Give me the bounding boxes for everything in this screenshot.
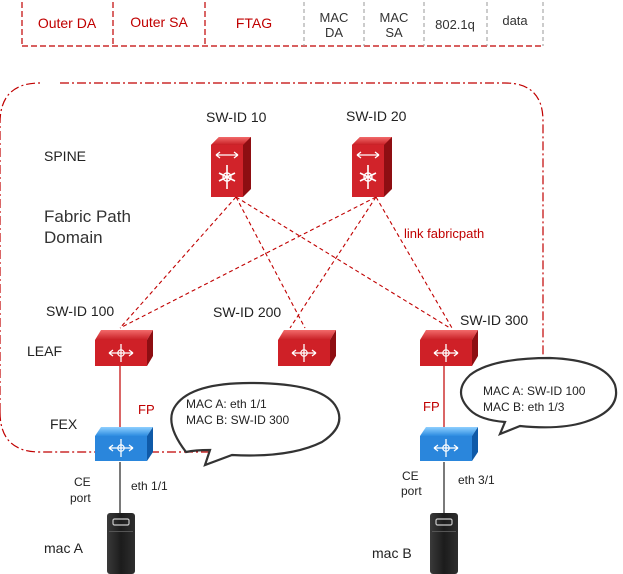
header-field-ftag: FTAG xyxy=(236,15,272,31)
leaf-switch-200-icon xyxy=(278,330,336,366)
label-eth-right: eth 3/1 xyxy=(458,473,495,487)
header-field-data: data xyxy=(502,13,528,28)
label-sw-id-20: SW-ID 20 xyxy=(346,108,407,124)
header-field-outer-sa: Outer SA xyxy=(130,14,188,30)
leaf-switch-300-icon xyxy=(420,330,478,366)
leaf-switch-100-icon xyxy=(95,330,153,366)
fex-switch-left-icon xyxy=(95,427,153,461)
label-sw-id-100: SW-ID 100 xyxy=(46,303,114,319)
label-ce-port-left-1: CE xyxy=(74,475,91,489)
header-field-8021q: 802.1q xyxy=(435,17,475,32)
label-fp-right: FP xyxy=(423,399,440,414)
host-mac-a-icon xyxy=(107,513,135,574)
spine-switch-20-icon xyxy=(352,137,392,197)
header-field-outer-da: Outer DA xyxy=(38,15,97,31)
label-sw-id-10: SW-ID 10 xyxy=(206,109,267,125)
fabricpath-links xyxy=(119,196,453,329)
label-domain-line-2: Domain xyxy=(44,228,103,247)
label-ce-port-right-2: port xyxy=(401,484,422,498)
label-eth-left: eth 1/1 xyxy=(131,479,168,493)
label-leaf: LEAF xyxy=(27,343,62,359)
label-fp-left: FP xyxy=(138,402,155,417)
label-host-mac-a: mac A xyxy=(44,540,84,556)
label-ce-port-right-1: CE xyxy=(402,469,419,483)
label-domain-line-1: Fabric Path xyxy=(44,207,131,226)
label-spine: SPINE xyxy=(44,148,86,164)
label-fex: FEX xyxy=(50,416,78,432)
callout-left-line-2: MAC B: SW-ID 300 xyxy=(186,413,289,427)
callout-right: MAC A: SW-ID 100 MAC B: eth 1/3 xyxy=(459,356,618,436)
label-sw-id-300: SW-ID 300 xyxy=(460,312,528,328)
callout-left: MAC A: eth 1/1 MAC B: SW-ID 300 xyxy=(170,381,341,467)
label-link-fabricpath: link fabricpath xyxy=(404,226,484,241)
label-sw-id-200: SW-ID 200 xyxy=(213,304,281,320)
label-ce-port-left-2: port xyxy=(70,491,91,505)
label-host-mac-b: mac B xyxy=(372,545,412,561)
fabricpath-domain-boundary xyxy=(0,82,544,453)
host-mac-b-icon xyxy=(430,513,458,574)
callout-right-line-2: MAC B: eth 1/3 xyxy=(483,400,565,414)
callout-left-line-1: MAC A: eth 1/1 xyxy=(186,397,267,411)
spine-switch-10-icon xyxy=(211,137,251,197)
callout-right-line-1: MAC A: SW-ID 100 xyxy=(483,384,586,398)
fex-switch-right-icon xyxy=(420,427,478,461)
